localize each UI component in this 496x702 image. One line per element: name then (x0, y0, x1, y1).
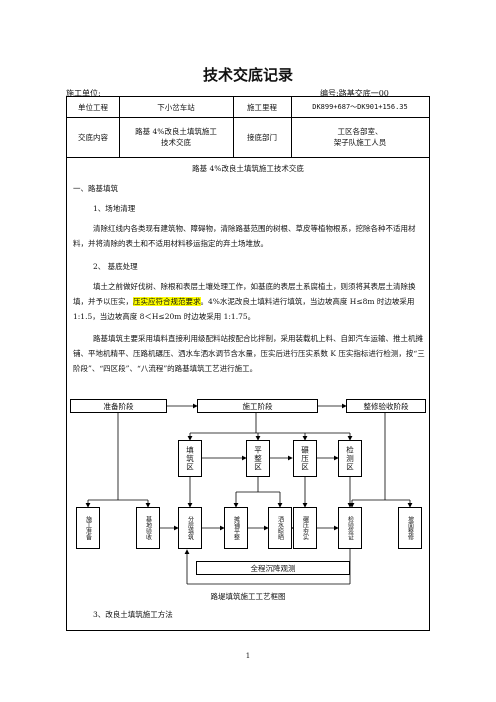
zone-leveling: 平整区 (246, 440, 270, 477)
highlighted-requirement: 压实应符合规范要求 (133, 297, 201, 306)
content-value: 路基 4%改良土填筑施工 技术交底 (119, 117, 233, 157)
page-number: 1 (245, 652, 251, 660)
subsection-3-heading: 3、改良土填筑施工方法 (93, 610, 173, 619)
mileage-label: 施工里程 (247, 102, 277, 112)
step-slope-trimming-label: 坡面整修 (406, 516, 414, 540)
receiver-label: 接底部门 (247, 132, 277, 142)
subsection-2-heading: 2、 基底处理 (93, 262, 138, 271)
step-spreading-leveling-label: 摊铺平整 (232, 516, 240, 540)
receiver-value-line-1: 工区各部室、 (337, 127, 383, 136)
content-label: 交底内容 (78, 132, 108, 142)
paragraph-fill-method: 路基填筑主要采用填料直接利用级配料站按配合比拌制，采用装载机上料、自卸汽车运输、… (73, 334, 425, 373)
mileage-value: DK899+687～DK901+156.35 (312, 102, 408, 111)
row-divider (67, 157, 429, 158)
receiver-value-line-2: 架子队施工人员 (333, 138, 387, 147)
unit-project-value: 下小岔车站 (157, 102, 195, 112)
step-compaction: 碾压夯实 (293, 507, 317, 549)
paragraph-site-clearing: 清除红线内各类现有建筑物、障碍物，清除路基范围的树根、草皮等植物根系，挖除各种不… (73, 224, 416, 248)
step-layered-filling: 分层填筑 (178, 507, 202, 549)
step-slope-trimming: 坡面整修 (398, 507, 422, 549)
step-construction-prep-label: 施工准备 (84, 516, 92, 540)
receiver-value: 工区各部室、 架子队施工人员 (291, 117, 429, 157)
step-watering-drying: 洒水晾晒 (268, 507, 292, 549)
step-watering-drying-label: 洒水晾晒 (276, 516, 284, 540)
column-divider (291, 97, 292, 157)
step-base-acceptance: 基地验收 (136, 507, 160, 549)
base-treatment-text-b: 。4%水泥改良土填料进行填筑，当边坡高度 H≤8m 时边坡采用 1:1.5，当边… (73, 297, 415, 321)
section-1-heading: 一、路基填筑 (73, 184, 118, 193)
row-divider (67, 117, 429, 118)
column-divider (119, 97, 120, 157)
step-spreading-leveling: 摊铺平整 (224, 507, 248, 549)
construction-unit-label: 施工单位: (66, 89, 101, 98)
stage-finishing-acceptance: 整修验收阶段 (346, 399, 426, 413)
zone-filling: 填筑区 (178, 440, 202, 477)
document-number: 编号:路基交底一00 (320, 89, 389, 98)
zone-filling-label: 填筑区 (185, 445, 195, 472)
paragraph-base-treatment: 填土之前做好伐树、除根和表层土壤处理工作，如基底的表层土系腐植土，则须将其表层土… (73, 279, 425, 324)
step-inspection-signoff-label: 检验签证 (346, 516, 354, 540)
disclosure-form: 单位工程 下小岔车站 施工里程 DK899+687～DK901+156.35 交… (66, 96, 430, 631)
subsection-1-heading: 1、场地清理 (93, 204, 136, 213)
content-value-line-1: 路基 4%改良土填筑施工 (135, 127, 217, 136)
zone-testing: 检测区 (338, 440, 362, 477)
zone-rolling: 碾压区 (293, 440, 317, 477)
content-value-line-2: 技术交底 (161, 138, 191, 147)
step-base-acceptance-label: 基地验收 (144, 516, 152, 540)
column-divider (233, 97, 234, 157)
zone-rolling-label: 碾压区 (300, 445, 310, 472)
step-layered-filling-label: 分层填筑 (186, 516, 194, 540)
flow-caption: 路堤填筑施工工艺框图 (210, 592, 286, 601)
document-title: 技术交底记录 (202, 66, 293, 84)
unit-project-label: 单位工程 (78, 102, 108, 112)
zone-leveling-label: 平整区 (253, 445, 263, 472)
stage-preparation: 准备阶段 (70, 399, 167, 413)
stage-construction: 施工阶段 (197, 399, 318, 413)
step-construction-prep: 施工准备 (76, 507, 100, 549)
body-heading: 路基 4%改良土填筑施工技术交底 (192, 164, 304, 173)
zone-testing-label: 检测区 (345, 445, 355, 472)
step-inspection-signoff: 检验签证 (338, 507, 362, 549)
settlement-observation: 全程沉降观测 (196, 561, 350, 575)
step-compaction-label: 碾压夯实 (301, 516, 309, 540)
base-treatment-text-a: 填土之前做好伐树、除根和表层土壤处理工作，如基底的表层土系腐植土，则须将其表层土… (73, 282, 416, 306)
